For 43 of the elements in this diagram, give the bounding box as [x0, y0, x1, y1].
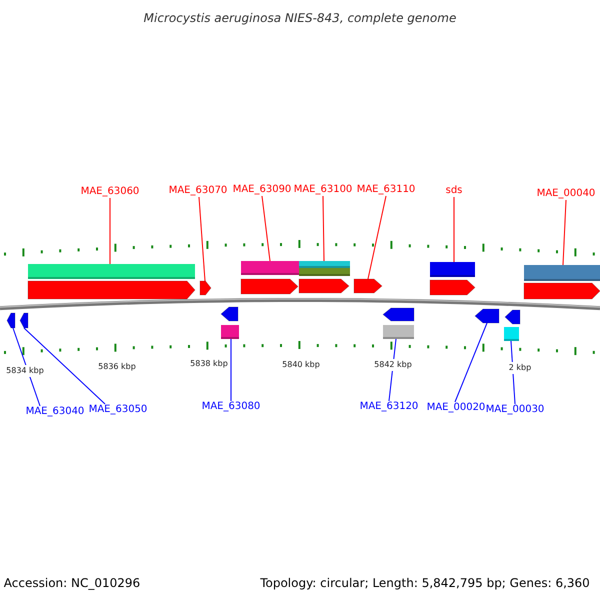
gene-label: MAE_63060: [80, 186, 140, 198]
gene-label: MAE_63110: [356, 184, 416, 196]
gene-label: MAE_00040: [536, 188, 596, 200]
gene-feature: [354, 278, 383, 294]
gene-feature: [28, 264, 196, 300]
gene-feature: [6, 312, 16, 328]
leader-line: [24, 328, 106, 404]
gene-feature: [382, 308, 414, 339]
scale-label: 5834 kbp: [5, 365, 45, 377]
gene-label: MAE_00030: [486, 404, 544, 416]
gene-feature: [298, 261, 350, 294]
gene-feature: [474, 308, 500, 324]
accession-text: Accession: NC_010296: [4, 576, 140, 590]
gene-feature: [430, 262, 476, 296]
gene-feature: [524, 265, 600, 300]
leader-line: [198, 196, 206, 282]
leader-line: [368, 196, 386, 280]
gene-feature: [220, 306, 239, 339]
genome-info-text: Topology: circular; Length: 5,842,795 bp; Genes: 6,360: [260, 576, 590, 590]
gene-label: sds: [446, 185, 462, 197]
gene-label: MAE_00020: [426, 402, 486, 414]
leader-line: [562, 200, 566, 266]
scale-label: 2 kbp: [508, 362, 532, 374]
scale-label: 5840 kbp: [281, 359, 321, 371]
gene-label: MAE_63080: [202, 401, 260, 413]
gene-label: MAE_63100: [294, 184, 352, 196]
gene-label: MAE_63090: [232, 184, 292, 196]
scale-label: 5842 kbp: [373, 359, 413, 371]
gene-feature: [20, 312, 28, 328]
gene-label: MAE_63050: [88, 404, 148, 416]
scale-label: 5838 kbp: [189, 358, 229, 370]
gene-label: MAE_63040: [26, 406, 84, 418]
gene-label: MAE_63070: [168, 185, 228, 197]
gene-label: MAE_63120: [360, 401, 418, 413]
leader-line: [454, 322, 488, 402]
diagram-title: Microcystis aeruginosa NIES-843, complete genome: [144, 11, 456, 25]
leader-line: [262, 196, 270, 262]
leader-line: [230, 338, 232, 402]
gene-feature: [200, 280, 212, 296]
scale-label: 5836 kbp: [97, 361, 137, 373]
leader-line: [322, 196, 324, 262]
gene-feature: [240, 261, 299, 294]
gene-feature: [504, 310, 520, 341]
